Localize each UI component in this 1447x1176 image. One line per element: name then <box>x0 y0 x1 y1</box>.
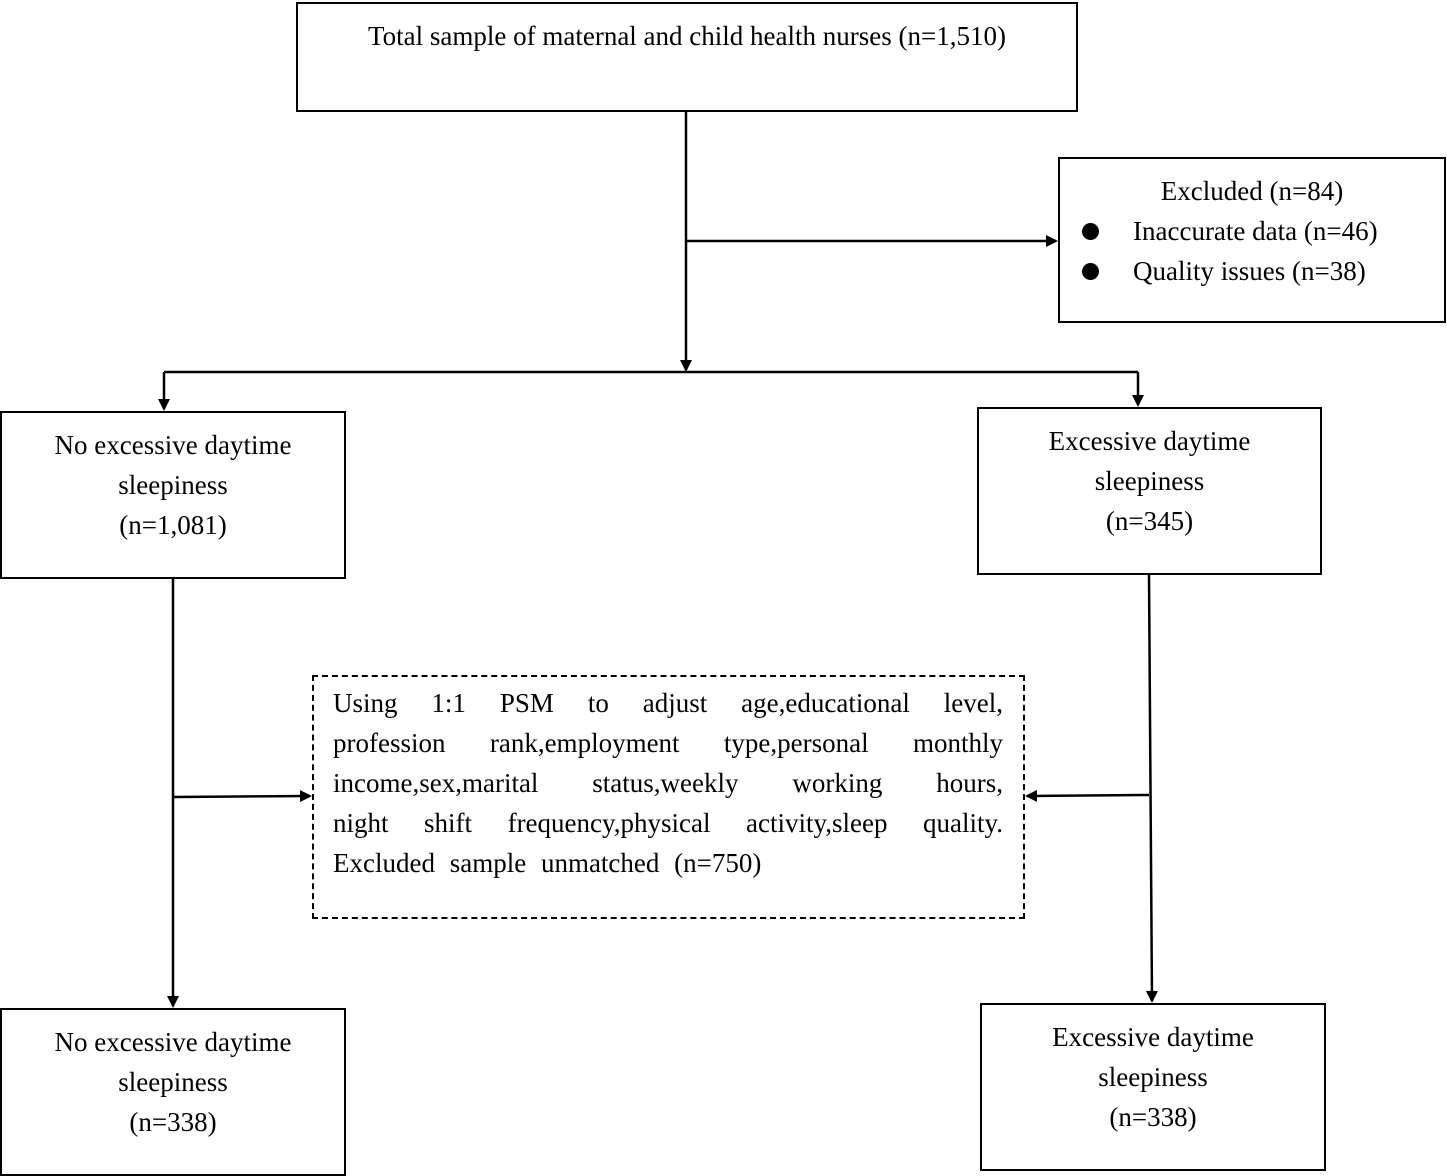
eds-after-count: (n=338) <box>1109 1102 1197 1132</box>
no-eds-after-count: (n=338) <box>129 1107 217 1137</box>
bullet-icon <box>1082 222 1099 240</box>
connector-right-down <box>1145 574 1158 1003</box>
eds-before-line1: Excessive daytime <box>1048 426 1251 456</box>
connector-left-to-psm <box>172 790 312 803</box>
excluded-item: Quality issues (n=38) <box>1060 251 1444 291</box>
eds-before-count: (n=345) <box>1105 506 1194 536</box>
psm-line: Excluded sample unmatched (n=750) <box>333 848 762 878</box>
eds-after-line2: sleepiness <box>1098 1062 1208 1092</box>
eds-before-line2: sleepiness <box>1094 466 1205 496</box>
connector-right-to-psm <box>1025 789 1150 802</box>
no-eds-before-line1: No excessive daytime <box>54 430 292 460</box>
excluded-item-label: Inaccurate data (n=46) <box>1133 216 1378 246</box>
psm-box: Using 1:1 PSM to adjust age,educational … <box>312 675 1025 919</box>
total-sample-box: Total sample of maternal and child healt… <box>296 2 1078 112</box>
bullet-icon <box>1082 262 1099 280</box>
no-eds-before-count: (n=1,081) <box>119 510 227 540</box>
psm-text: Using 1:1 PSM to adjust age,educational … <box>333 683 1003 883</box>
no-eds-after-line2: sleepiness <box>118 1067 228 1097</box>
eds-after-line1: Excessive daytime <box>1052 1022 1254 1052</box>
eds-after-box: Excessive daytime sleepiness (n=338) <box>980 1003 1326 1171</box>
eds-before-box: Excessive daytime sleepiness (n=345) <box>977 407 1322 575</box>
psm-line: profession rank,employment type,personal… <box>333 728 1003 758</box>
psm-line: income,sex,marital status,weekly working… <box>333 768 1003 798</box>
no-eds-after-line1: No excessive daytime <box>54 1027 292 1057</box>
excluded-title: Excluded (n=84) <box>1160 176 1344 206</box>
psm-line: Using 1:1 PSM to adjust age,educational … <box>333 688 1003 718</box>
no-eds-after-box: No excessive daytime sleepiness (n=338) <box>0 1008 346 1176</box>
psm-line: night shift frequency,physical activity,… <box>333 808 1003 838</box>
excluded-item-label: Quality issues (n=38) <box>1133 256 1366 286</box>
excluded-item: Inaccurate data (n=46) <box>1060 211 1444 251</box>
excluded-box: Excluded (n=84) Inaccurate data (n=46) Q… <box>1058 157 1446 323</box>
no-eds-before-box: No excessive daytime sleepiness (n=1,081… <box>0 411 346 579</box>
total-sample-text: Total sample of maternal and child healt… <box>368 21 1006 51</box>
no-eds-before-line2: sleepiness <box>118 470 228 500</box>
